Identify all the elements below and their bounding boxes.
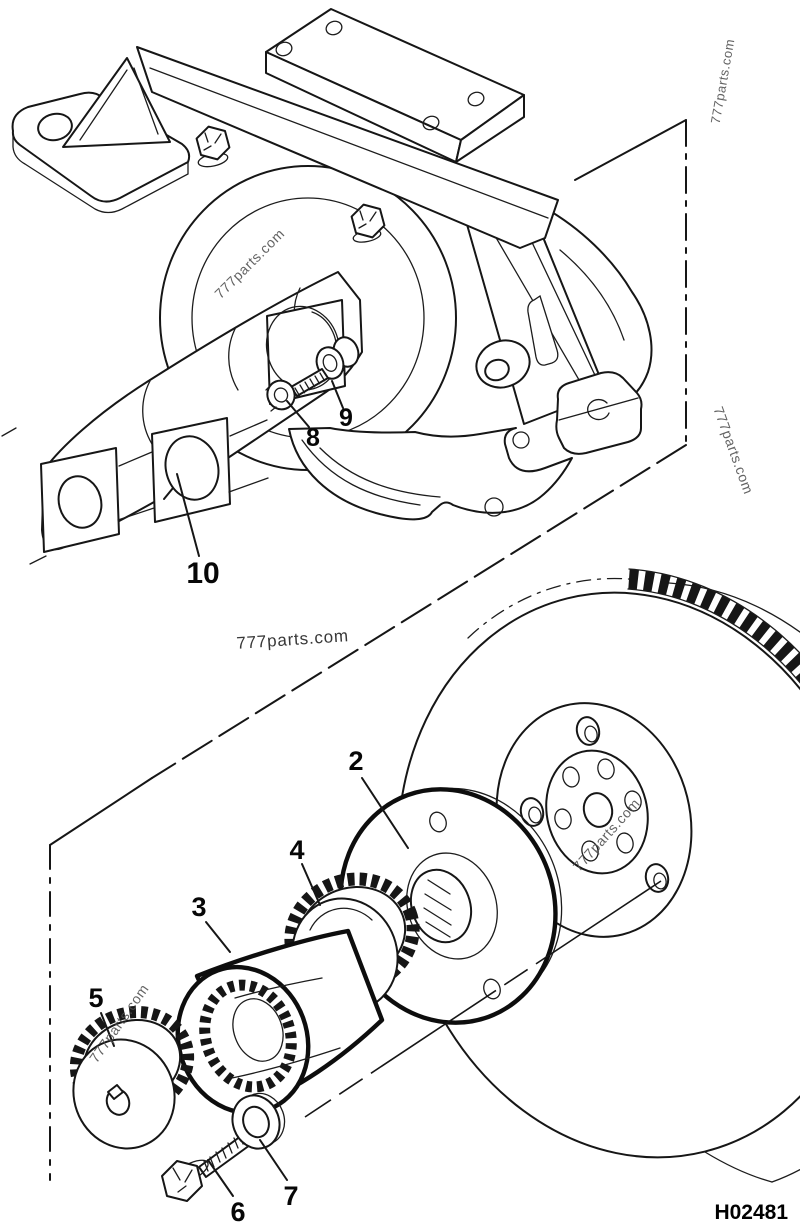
beam-hex-bolt-right <box>350 203 386 243</box>
bolt-head <box>161 1160 203 1202</box>
section-plane-border <box>49 119 687 1181</box>
callout-3: 3 <box>191 892 206 922</box>
coupling-bolt <box>161 1130 255 1202</box>
coupling-sleeve <box>175 928 385 1116</box>
flywheel <box>396 568 800 1183</box>
assembly-center-line <box>304 880 662 1118</box>
callout-9: 9 <box>339 404 353 432</box>
keyway <box>107 1084 124 1100</box>
pump-mount-screw <box>265 336 360 412</box>
watermark-center: 777parts.com <box>236 626 350 653</box>
crank-pilot-hole <box>582 792 614 828</box>
callout-7: 7 <box>283 1181 298 1211</box>
callout-8: 8 <box>306 424 320 452</box>
callout-5: 5 <box>88 983 103 1013</box>
callout-4: 4 <box>289 835 304 865</box>
top-plate <box>265 8 525 163</box>
left-foot-bracket <box>11 57 191 214</box>
lock-washer <box>231 1092 286 1150</box>
watermark-right-middle: 777parts.com <box>710 404 757 496</box>
hub-face <box>72 1038 176 1150</box>
ring-gear-teeth <box>628 569 800 683</box>
upper-callout-leaders <box>163 380 344 557</box>
callout-6: 6 <box>230 1197 245 1226</box>
coupling-hub-rear <box>69 1005 195 1150</box>
flywheel-back-rim <box>668 582 800 1183</box>
callout-10: 10 <box>186 557 219 590</box>
drawing-number: H02481 <box>714 1201 788 1224</box>
mounting-beam <box>136 46 559 249</box>
sleeve-internal-splines <box>199 979 297 1093</box>
flywheel-hub <box>545 749 649 875</box>
watermark-top-right: 777parts.com <box>708 38 738 125</box>
lower-callout-leaders <box>100 777 409 1197</box>
pump-end-plate <box>40 447 120 553</box>
beam-hex-bolt-left <box>195 125 231 168</box>
callout-2: 2 <box>348 746 363 776</box>
